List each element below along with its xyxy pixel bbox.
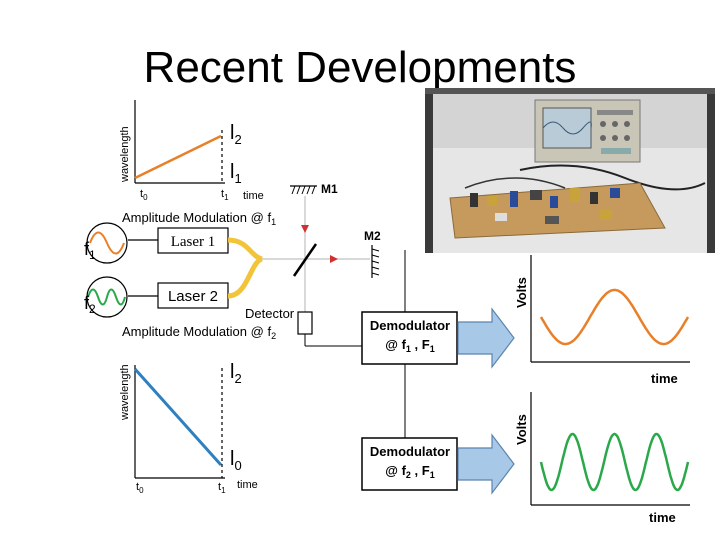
top-output-ylabel: Volts bbox=[514, 277, 529, 308]
mirror-m2: M2 bbox=[364, 229, 381, 278]
bottom-output-plot: Volts time bbox=[514, 392, 690, 525]
demod-2-freqs: @ f2 , F1 bbox=[385, 463, 434, 480]
top-plot-ylabel: wavelength bbox=[119, 126, 131, 183]
top-plot-xlabel: time bbox=[243, 190, 264, 202]
top-output-plot: Volts time bbox=[514, 255, 690, 386]
mirror-m2-label: M2 bbox=[364, 229, 381, 243]
demodulator-2: Demodulator @ f2 , F1 bbox=[361, 437, 458, 491]
bottom-plot-xlabel: time bbox=[237, 479, 258, 491]
demodulator-1: Demodulator @ f1 , F1 bbox=[361, 311, 458, 365]
detector-label: Detector bbox=[245, 306, 295, 321]
beam-paths bbox=[262, 196, 370, 330]
f1-label: f1 bbox=[84, 239, 96, 262]
top-plot-upper-label: l2 bbox=[230, 122, 242, 147]
top-output-wave bbox=[539, 288, 690, 346]
beam-arrow-down bbox=[301, 225, 309, 233]
bottom-output-ylabel: Volts bbox=[514, 414, 529, 445]
bottom-plot-ylabel: wavelength bbox=[119, 364, 131, 421]
page-title: Recent Developments bbox=[143, 43, 577, 92]
breadboard bbox=[449, 182, 666, 239]
am-top-label: Amplitude Modulation @ f1 bbox=[122, 210, 276, 227]
demod-1-freqs: @ f1 , F1 bbox=[385, 337, 434, 354]
laser-1-label: Laser 1 bbox=[171, 234, 216, 250]
f2-label: f2 bbox=[84, 293, 96, 316]
bottom-output-xlabel: time bbox=[649, 510, 676, 525]
am-bottom-label: Amplitude Modulation @ f2 bbox=[122, 324, 276, 341]
laser-2: Laser 2 bbox=[157, 282, 229, 309]
demod-2-title: Demodulator bbox=[370, 444, 450, 459]
beam-arrow-right bbox=[330, 255, 338, 263]
top-wavelength-plot: wavelength l2 l1 t0 t1 time bbox=[119, 100, 264, 202]
demod-1-title: Demodulator bbox=[370, 318, 450, 333]
mirror-m1: M1 bbox=[290, 182, 338, 196]
bottom-plot-upper-label: l2 bbox=[230, 361, 242, 386]
bottom-wavelength-plot: wavelength l2 l0 t0 t1 time bbox=[119, 361, 258, 495]
bottom-output-wave bbox=[539, 432, 690, 492]
top-plot-t1: t1 bbox=[221, 188, 229, 202]
top-output-xlabel: time bbox=[651, 371, 678, 386]
laser-1: Laser 1 bbox=[157, 227, 229, 254]
bottom-plot-t0: t0 bbox=[136, 481, 144, 495]
modulation-f2-icon: f2 bbox=[84, 276, 128, 318]
fiber-combiner bbox=[227, 237, 264, 299]
beamsplitter bbox=[292, 243, 318, 277]
bottom-plot-lower-label: l0 bbox=[230, 448, 242, 473]
detector: Detector bbox=[245, 306, 313, 335]
output-arrow-1 bbox=[457, 307, 515, 369]
bottom-plot-t1: t1 bbox=[218, 481, 226, 495]
top-plot-lower-label: l1 bbox=[230, 161, 242, 186]
mirror-m1-label: M1 bbox=[321, 182, 338, 196]
lab-photo bbox=[425, 88, 715, 253]
top-plot-t0: t0 bbox=[140, 188, 148, 202]
top-plot-ramp bbox=[134, 134, 222, 180]
bottom-plot-ramp bbox=[133, 367, 223, 467]
modulation-f1-icon: f1 bbox=[84, 222, 128, 264]
oscilloscope bbox=[534, 99, 641, 163]
laser-2-label: Laser 2 bbox=[168, 288, 218, 305]
output-arrow-2 bbox=[457, 433, 515, 495]
